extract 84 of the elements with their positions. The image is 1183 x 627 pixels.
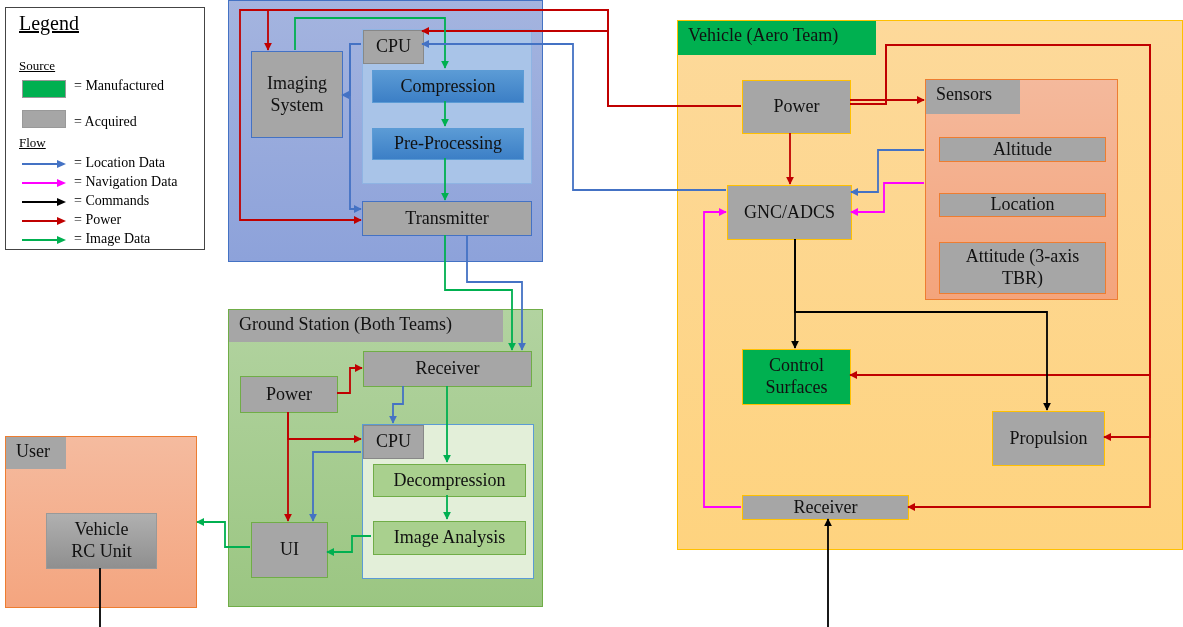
process-box	[362, 201, 532, 236]
group-title: Vehicle (Aero Team)	[678, 21, 876, 55]
group-title: User	[6, 437, 66, 469]
arrow	[444, 234, 517, 351]
node-label: Transmitter	[405, 207, 489, 230]
process-box	[363, 351, 532, 387]
arrow	[294, 17, 450, 69]
arrow	[794, 238, 1052, 411]
process-box	[742, 80, 851, 134]
node-label: Altitude	[993, 138, 1052, 161]
process-box	[373, 464, 526, 497]
arrow	[326, 535, 372, 557]
arrow	[442, 385, 452, 463]
node-label: Control Surfaces	[764, 355, 829, 399]
arrow	[785, 132, 795, 185]
arrow	[349, 43, 362, 214]
node-label: Propulsion	[1009, 427, 1088, 450]
process-box	[251, 522, 328, 578]
process-box	[363, 425, 424, 459]
node-label: Power	[773, 96, 820, 118]
node-label: Receiver	[793, 496, 858, 519]
node-label: UI	[280, 539, 299, 561]
legend-label: = Power	[74, 212, 122, 228]
legend-label: = Acquired	[74, 114, 137, 130]
payload-group-panel	[228, 0, 543, 262]
process-box	[742, 349, 851, 405]
node-label: CPU	[376, 431, 411, 453]
user-group-panel	[5, 436, 197, 608]
sensors-panel	[925, 79, 1118, 300]
arrow	[703, 207, 742, 508]
vehicle-group-panel	[677, 20, 1183, 550]
process-box	[240, 376, 338, 413]
arrow	[336, 363, 363, 394]
arrow	[850, 149, 925, 197]
connector-line	[99, 567, 101, 627]
legend-heading: Source	[19, 58, 56, 74]
process-box	[372, 128, 524, 160]
arrow	[440, 100, 450, 127]
process-box	[251, 51, 343, 138]
arrow	[466, 234, 527, 351]
node-label: Image Analysis	[393, 527, 506, 549]
arrow	[308, 451, 362, 522]
process-box	[939, 193, 1106, 217]
process-box	[742, 495, 909, 520]
process-box	[372, 70, 524, 103]
legend-label: = Location Data	[74, 155, 166, 171]
legend-label: = Commands	[74, 193, 150, 209]
group-title: Ground Station (Both Teams)	[229, 310, 503, 342]
arrow	[440, 157, 450, 201]
process-box	[46, 513, 157, 569]
legend-heading: Legend	[19, 12, 79, 35]
arrow	[823, 518, 833, 627]
legend-label: = Image Data	[74, 231, 151, 247]
processor-panel	[362, 424, 534, 579]
processor-panel	[362, 29, 532, 184]
node-label: Vehicle RC Unit	[70, 519, 133, 563]
node-label: Imaging System	[266, 72, 328, 117]
node-label: Attitude (3-axis TBR)	[964, 246, 1081, 290]
process-box	[992, 411, 1105, 466]
legend-heading: Flow	[19, 135, 46, 151]
node-label: Receiver	[415, 358, 480, 380]
legend-label: = Manufactured	[74, 78, 164, 94]
node-label: CPU	[376, 36, 411, 58]
process-box	[363, 30, 424, 64]
process-box	[727, 185, 852, 240]
group-title: Sensors	[926, 80, 1020, 114]
ground-station-group-panel	[228, 309, 543, 607]
arrow	[442, 494, 452, 520]
node-label: GNC/ADCS	[744, 201, 835, 224]
node-label: Pre-Processing	[394, 133, 502, 155]
arrow	[849, 95, 925, 105]
process-box	[373, 521, 526, 555]
arrow	[196, 517, 251, 548]
node-label: Location	[990, 194, 1055, 216]
arrow	[850, 182, 925, 217]
node-label: Decompression	[393, 469, 506, 492]
arrow	[388, 385, 404, 424]
process-box	[939, 137, 1106, 162]
arrow	[283, 411, 293, 522]
legend-label: = Navigation Data	[74, 174, 178, 190]
node-label: Power	[266, 383, 312, 406]
node-label: Compression	[400, 75, 496, 98]
process-box	[939, 242, 1106, 294]
arrow	[421, 39, 727, 191]
